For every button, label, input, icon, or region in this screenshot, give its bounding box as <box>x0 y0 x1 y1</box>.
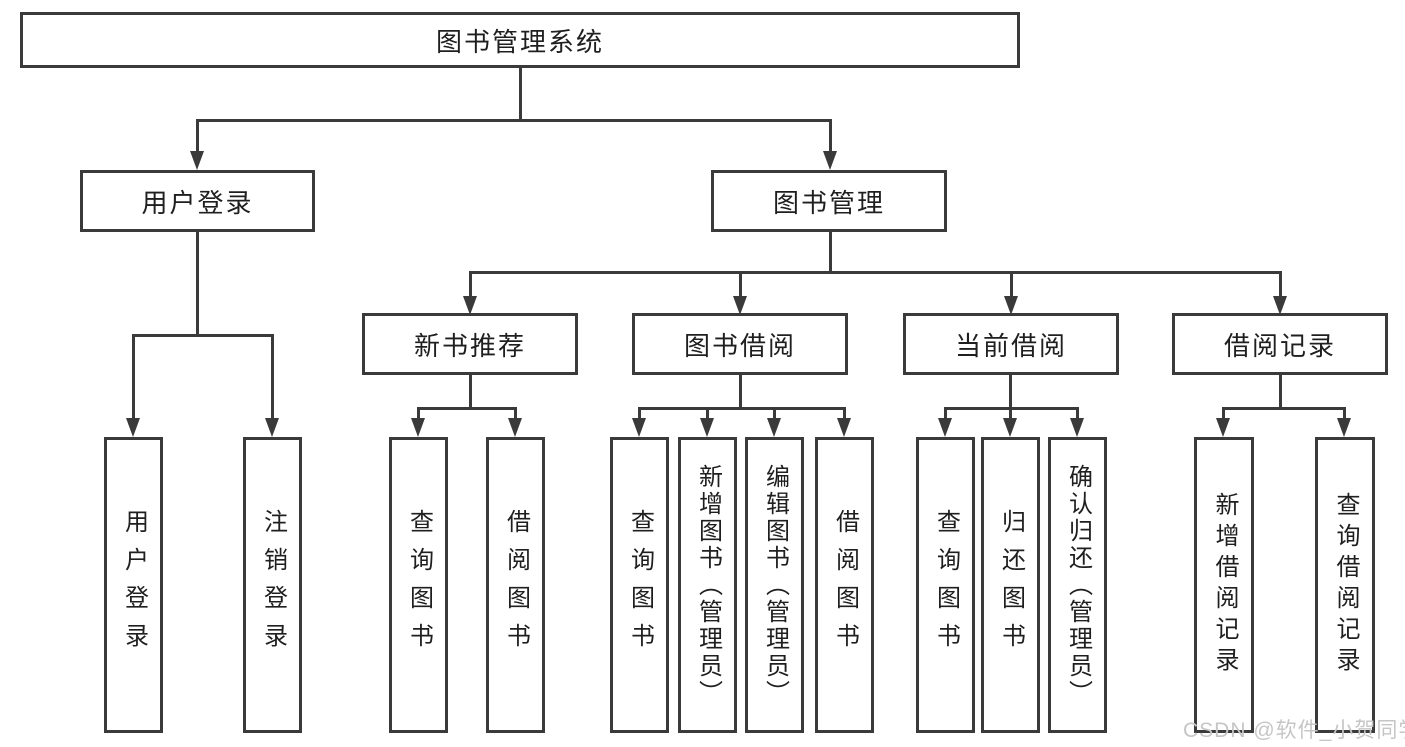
leaf-query-borrow-record: 查询借阅记录 <box>1315 437 1375 733</box>
arrowhead-down-icon <box>1070 418 1084 437</box>
leaf-query-book-borrow: 查询图书 <box>610 437 669 733</box>
connector-line <box>195 232 199 335</box>
arrowhead-down-icon <box>837 418 851 437</box>
connector-line <box>1221 408 1225 419</box>
arrowhead-down-icon <box>1273 296 1287 315</box>
leaf-add-book: 新增图书（管理员） <box>678 437 737 733</box>
leaf-return-book: 归还图书 <box>981 437 1040 733</box>
arrowhead-down-icon <box>1004 296 1018 315</box>
leaf-add-borrow-record: 新增借阅记录 <box>1194 437 1254 733</box>
connector-line <box>416 408 420 419</box>
connector-line <box>131 333 274 337</box>
arrowhead-down-icon <box>1337 418 1351 437</box>
leaf-confirm-return-label: 确认归还（管理员） <box>1064 463 1092 707</box>
node-borrow-records-label: 借阅记录 <box>1223 330 1336 361</box>
node-book-management: 图书管理 <box>711 170 947 232</box>
connector-line <box>195 120 199 152</box>
node-user-login: 用户登录 <box>80 170 315 232</box>
connector-line <box>1008 375 1012 408</box>
arrowhead-down-icon <box>508 418 522 437</box>
connector-line <box>943 408 947 419</box>
leaf-query-book-recommend: 查询图书 <box>389 437 448 733</box>
connector-line <box>1221 406 1346 410</box>
node-new-book-recommend: 新书推荐 <box>362 313 578 375</box>
leaf-return-book-label: 归还图书 <box>997 509 1025 661</box>
arrowhead-down-icon <box>1216 418 1230 437</box>
arrowhead-down-icon <box>767 418 781 437</box>
arrowhead-down-icon <box>126 418 140 437</box>
node-library-system: 图书管理系统 <box>20 12 1020 68</box>
connector-line <box>1075 408 1079 419</box>
leaf-edit-book: 编辑图书（管理员） <box>745 437 804 733</box>
arrowhead-down-icon <box>823 151 837 170</box>
watermark: CSDN @软件_小贺同学 <box>1183 719 1405 742</box>
connector-line <box>738 272 742 297</box>
arrowhead-down-icon <box>1003 418 1017 437</box>
connector-line <box>1278 272 1282 297</box>
arrowhead-down-icon <box>938 418 952 437</box>
arrowhead-down-icon <box>190 151 204 170</box>
connector-line <box>1009 272 1013 297</box>
leaf-user-login: 用户登录 <box>104 437 163 733</box>
connector-line <box>131 335 135 419</box>
leaf-borrow-book-recommend: 借阅图书 <box>486 437 545 733</box>
node-book-management-label: 图书管理 <box>772 187 885 218</box>
connector-line <box>1008 408 1012 419</box>
leaf-confirm-return: 确认归还（管理员） <box>1048 437 1107 733</box>
leaf-logout-label: 注销登录 <box>259 509 287 661</box>
arrowhead-down-icon <box>265 418 279 437</box>
connector-line <box>705 408 709 419</box>
leaf-borrow-book-label: 借阅图书 <box>831 509 859 661</box>
connector-line <box>1342 408 1346 419</box>
node-book-borrow: 图书借阅 <box>632 313 848 375</box>
connector-line <box>637 406 846 410</box>
leaf-add-borrow-record-label: 新增借阅记录 <box>1211 492 1238 678</box>
arrowhead-down-icon <box>632 418 646 437</box>
connector-line <box>828 232 832 272</box>
node-current-borrow-label: 当前借阅 <box>954 330 1067 361</box>
arrowhead-down-icon <box>463 296 477 315</box>
leaf-borrow-book-recommend-label: 借阅图书 <box>502 509 530 661</box>
connector-line <box>828 120 832 152</box>
leaf-query-borrow-record-label: 查询借阅记录 <box>1332 492 1359 678</box>
connector-line <box>1278 375 1282 408</box>
leaf-user-login-label: 用户登录 <box>120 509 148 661</box>
leaf-add-book-label: 新增图书（管理员） <box>694 463 722 707</box>
connector-line <box>637 408 641 419</box>
leaf-edit-book-label: 编辑图书（管理员） <box>761 463 789 707</box>
arrowhead-down-icon <box>700 418 714 437</box>
leaf-query-book-current: 查询图书 <box>916 437 975 733</box>
arrowhead-down-icon <box>733 296 747 315</box>
connector-line <box>518 68 522 120</box>
connector-line <box>270 335 274 419</box>
leaf-query-book-current-label: 查询图书 <box>932 509 960 661</box>
connector-line <box>468 375 472 408</box>
node-borrow-records: 借阅记录 <box>1172 313 1388 375</box>
connector-line <box>195 118 832 122</box>
connector-line <box>513 408 517 419</box>
leaf-logout: 注销登录 <box>243 437 302 733</box>
connector-line <box>738 375 742 408</box>
node-new-book-recommend-label: 新书推荐 <box>413 330 526 361</box>
leaf-query-book-recommend-label: 查询图书 <box>405 509 433 661</box>
node-library-system-label: 图书管理系统 <box>435 26 604 57</box>
leaf-query-book-borrow-label: 查询图书 <box>626 509 654 661</box>
leaf-borrow-book: 借阅图书 <box>815 437 874 733</box>
connector-line <box>468 272 472 297</box>
arrowhead-down-icon <box>411 418 425 437</box>
node-user-login-label: 用户登录 <box>141 187 254 218</box>
connector-line <box>842 408 846 419</box>
node-current-borrow: 当前借阅 <box>903 313 1119 375</box>
connector-line <box>468 270 1282 274</box>
node-book-borrow-label: 图书借阅 <box>683 330 796 361</box>
connector-line <box>772 408 776 419</box>
connector-line <box>416 406 517 410</box>
